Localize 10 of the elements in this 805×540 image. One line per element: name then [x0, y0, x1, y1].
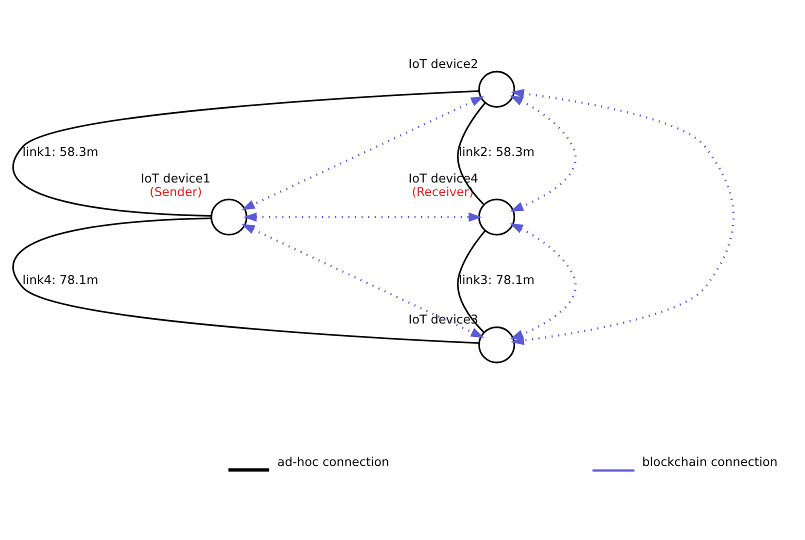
node-label: IoT device1 [140, 171, 211, 186]
edge-label: link4: 78.1m [22, 272, 98, 287]
edge-label: link2: 58.3m [458, 144, 535, 159]
legend-label: blockchain connection [642, 454, 778, 468]
legend-label: ad-hoc connection [277, 454, 390, 468]
node-label: (Sender) [150, 184, 202, 198]
node-label: IoT device2 [408, 56, 478, 71]
edge-label: link1: 58.3m [22, 144, 98, 159]
node-label: (Receiver) [412, 184, 474, 198]
edge-label: link3: 78.1m [458, 272, 535, 287]
